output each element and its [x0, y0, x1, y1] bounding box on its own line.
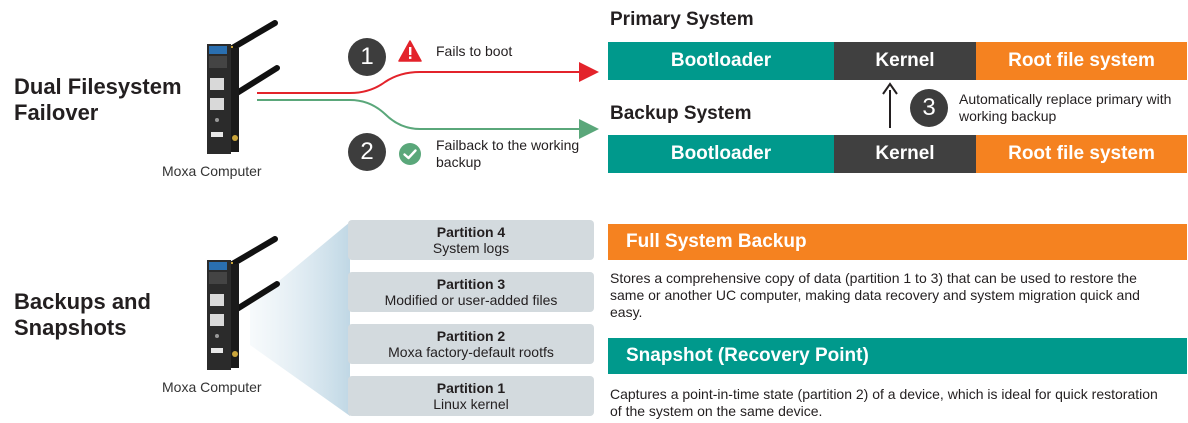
check-icon [399, 143, 421, 165]
backup-system-bar: Bootloader Kernel Root file system [608, 135, 1187, 173]
step-1-text: Fails to boot [436, 43, 513, 59]
partition-1-desc: Linux kernel [433, 396, 509, 412]
partition-2-title: Partition 2 [436, 328, 506, 344]
partition-2: Partition 2 Moxa factory-default rootfs [348, 324, 594, 364]
device-caption-2: Moxa Computer [162, 379, 262, 395]
snapshot-text: Captures a point-in-time state (partitio… [610, 386, 1158, 419]
backups-title: Backups and Snapshots [14, 289, 151, 340]
primary-system-bar: Bootloader Kernel Root file system [608, 42, 1187, 80]
failover-lines [257, 62, 599, 139]
primary-system-title: Primary System [610, 9, 754, 30]
partition-4-title: Partition 4 [436, 224, 506, 240]
failover-title: Dual Filesystem Failover [14, 74, 182, 125]
partition-4-desc: System logs [432, 240, 510, 256]
step-2-text: Failback to the working backup [436, 137, 580, 170]
moxa-computer-icon [207, 20, 280, 154]
backup-rootfs: Root file system [976, 135, 1187, 173]
partition-fan [250, 222, 350, 416]
warning-icon [398, 40, 422, 62]
up-arrow-icon [882, 82, 898, 128]
step-2-badge: 2 [348, 133, 386, 171]
backup-bootloader: Bootloader [608, 135, 834, 173]
moxa-computer-icon-2 [207, 236, 280, 370]
partition-2-desc: Moxa factory-default rootfs [388, 344, 554, 360]
primary-rootfs: Root file system [976, 42, 1187, 80]
partition-4: Partition 4 System logs [348, 220, 594, 260]
snapshot-header: Snapshot (Recovery Point) [608, 338, 1187, 374]
device-caption-1: Moxa Computer [162, 163, 262, 179]
primary-kernel: Kernel [834, 42, 976, 80]
step-3-text: Automatically replace primary with worki… [959, 91, 1172, 124]
full-backup-text: Stores a comprehensive copy of data (par… [610, 270, 1140, 320]
partition-3: Partition 3 Modified or user-added files [348, 272, 594, 312]
backup-system-title: Backup System [610, 103, 752, 124]
partition-1-title: Partition 1 [436, 380, 506, 396]
step-1-badge: 1 [348, 38, 386, 76]
primary-bootloader: Bootloader [608, 42, 834, 80]
partition-3-desc: Modified or user-added files [384, 292, 558, 308]
backup-kernel: Kernel [834, 135, 976, 173]
partition-3-title: Partition 3 [436, 276, 506, 292]
partition-1: Partition 1 Linux kernel [348, 376, 594, 416]
full-backup-header: Full System Backup [608, 224, 1187, 260]
step-3-badge: 3 [910, 89, 948, 127]
